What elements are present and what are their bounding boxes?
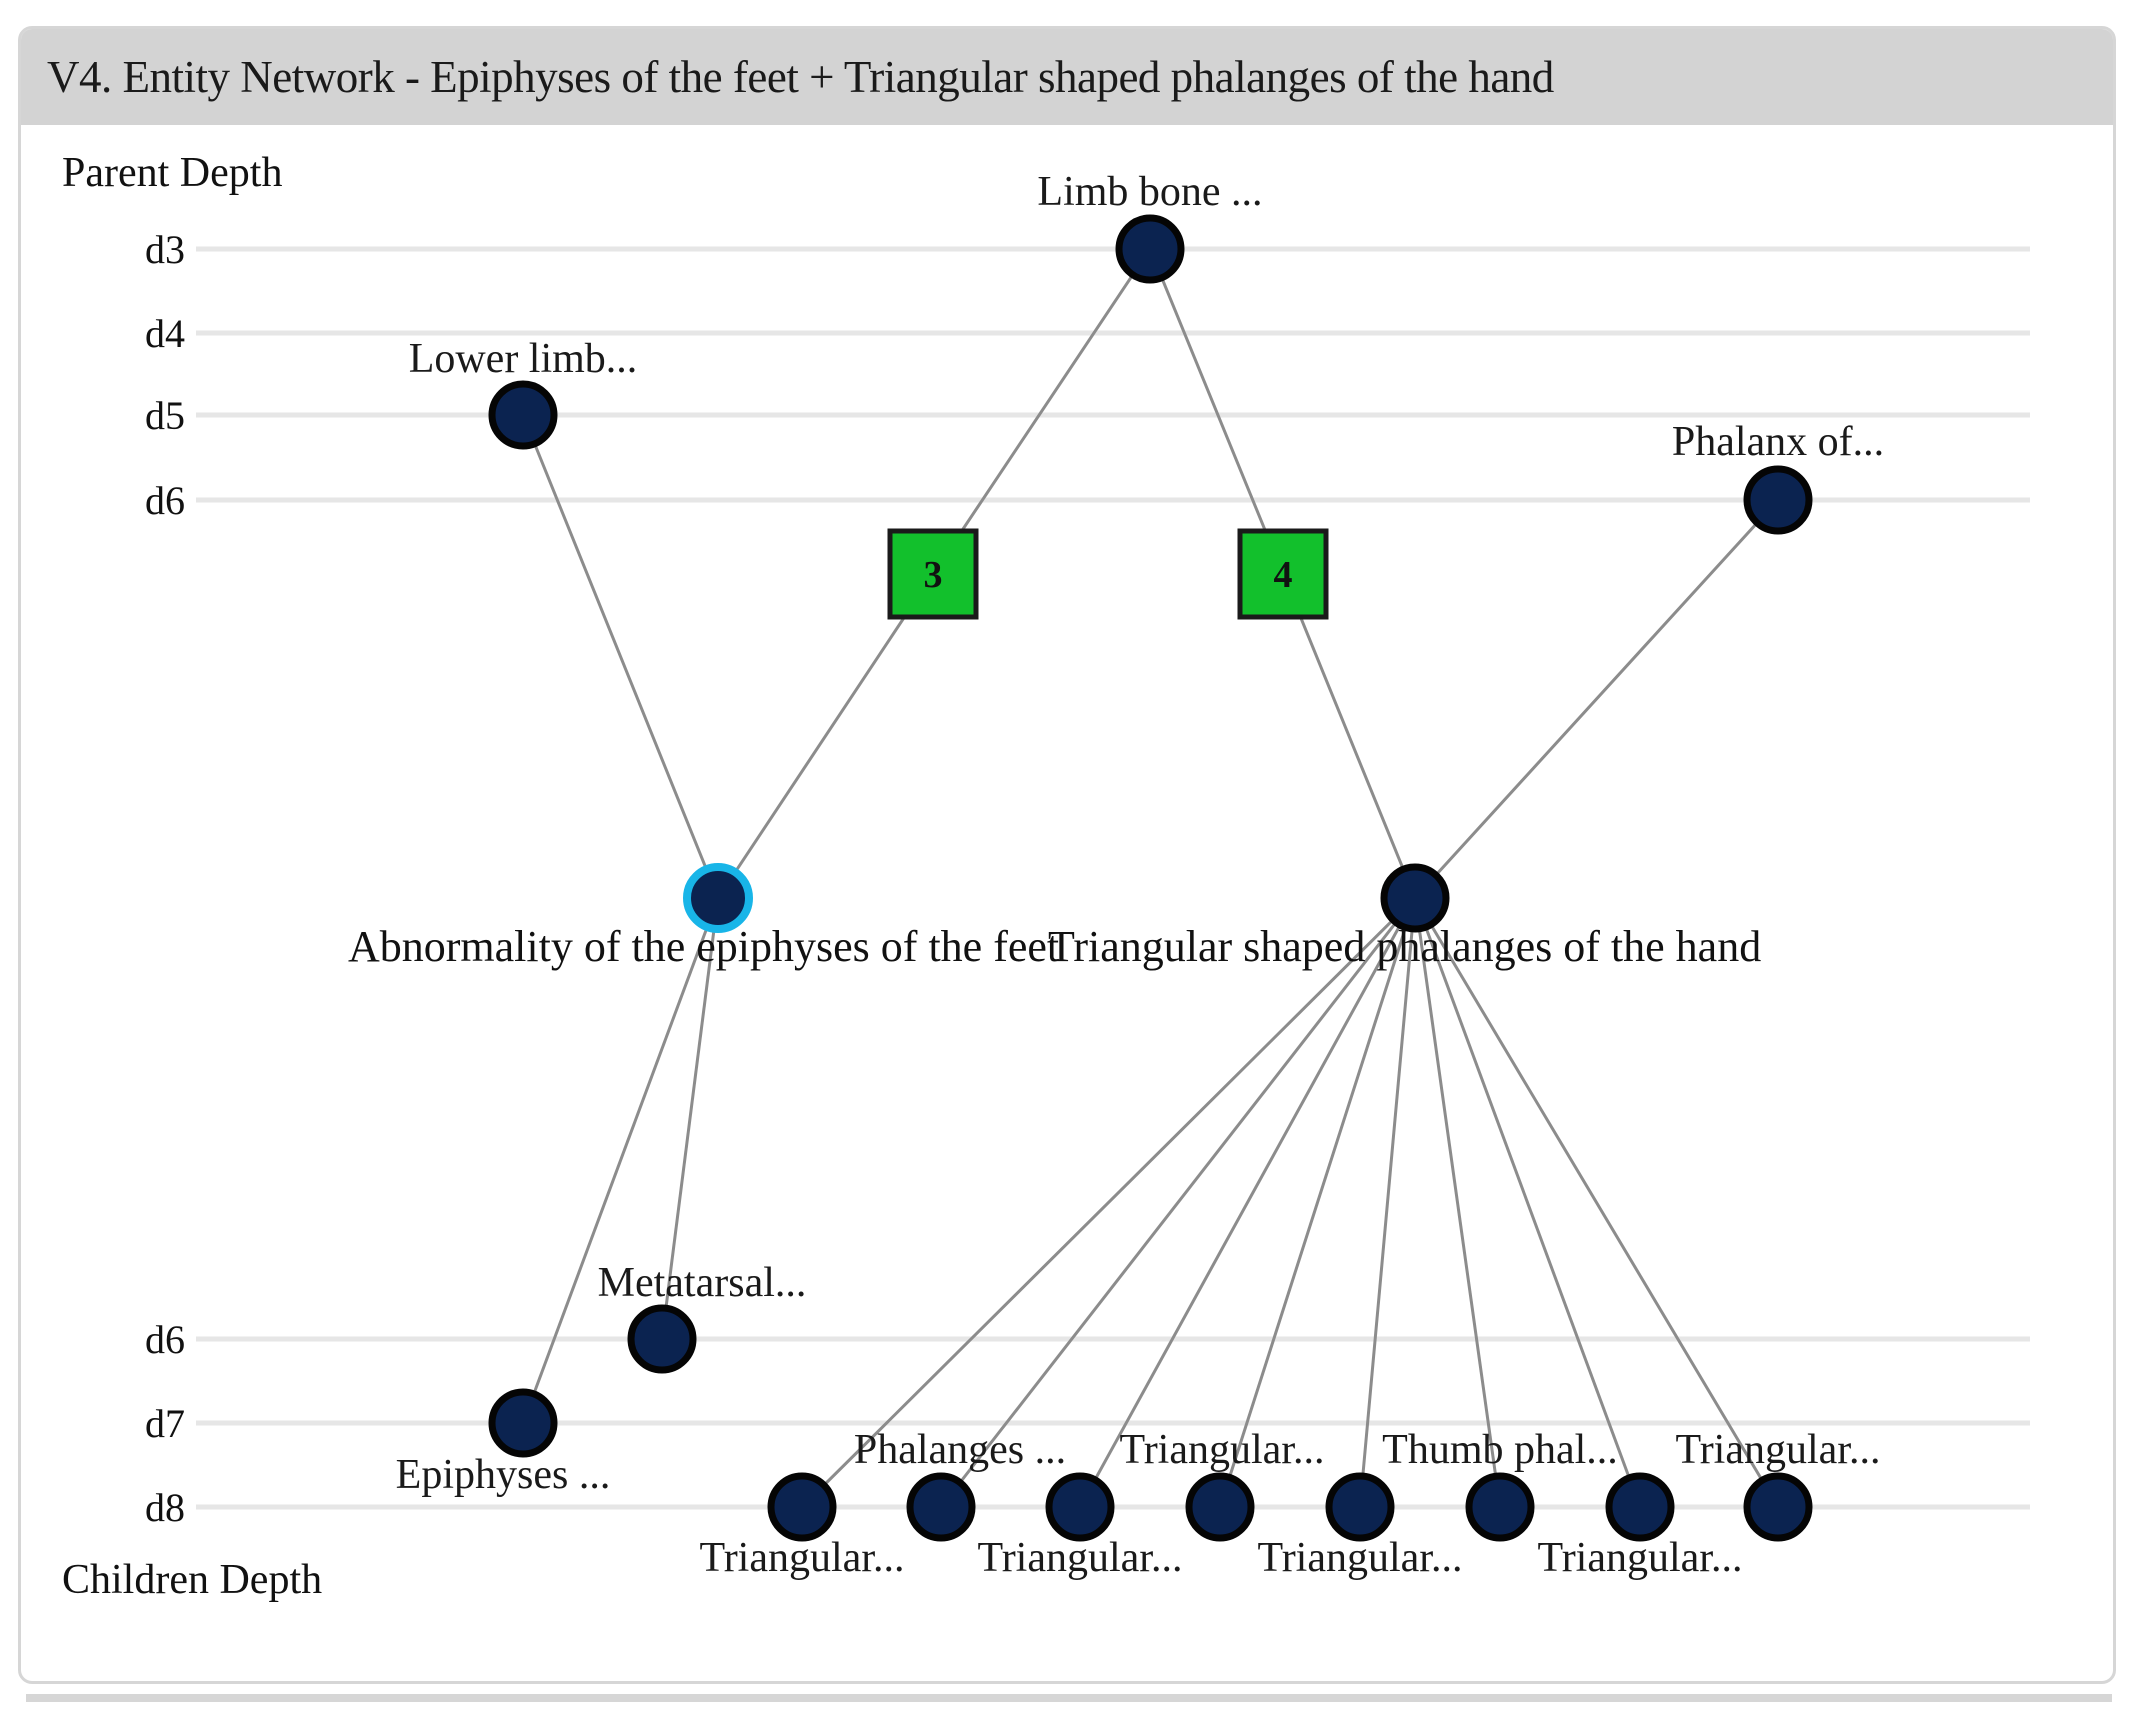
children-depth-title: Children Depth	[62, 1557, 322, 1603]
edge-tri-c3	[1078, 897, 1417, 1508]
panel-header: V4. Entity Network - Epiphyses of the fe…	[21, 29, 2113, 125]
node-label-metatarsal: Metatarsal...	[598, 1260, 807, 1306]
group-box-rect[interactable]	[887, 528, 979, 620]
node-metatarsal[interactable]	[627, 1304, 697, 1374]
edge-limb-g4	[1148, 248, 1285, 575]
edge-tri-c5	[1358, 897, 1417, 1508]
group-box-label: 4	[1274, 554, 1293, 596]
child-depth-tick-d7: d7	[145, 1401, 185, 1446]
nodes	[488, 214, 1813, 1542]
node-label-triangular: Triangular...	[978, 1535, 1183, 1581]
node-thumb-phal[interactable]	[1465, 1472, 1535, 1542]
node-label-thumb-phal: Thumb phal...	[1382, 1427, 1618, 1473]
edge-tri-c7	[1413, 897, 1642, 1508]
edge-tri-c8	[1413, 897, 1780, 1508]
node-phalanx-of[interactable]	[1743, 465, 1813, 535]
node-abnormality-of-the-epiphyses-of-the-feet[interactable]	[683, 863, 753, 933]
node-triangular[interactable]	[767, 1472, 837, 1542]
depth-axis: Parent Depth Children Depth d3 d4 d5 d6 d6 d7…	[62, 150, 322, 1603]
node-phalanges[interactable]	[906, 1472, 976, 1542]
node-label-epiphyses: Epiphyses ...	[396, 1452, 611, 1498]
node-lower-limb[interactable]	[488, 380, 558, 450]
entity-network-panel: V4. Entity Network - Epiphyses of the fe…	[18, 26, 2116, 1684]
edge-tri-c1	[800, 896, 1417, 1509]
node-epiphyses[interactable]	[488, 1388, 558, 1458]
edge-phalanx-tri	[1413, 498, 1780, 900]
group-box-3[interactable]: 3	[887, 528, 979, 620]
child-depth-tick-d8: d8	[145, 1485, 185, 1530]
child-depth-tick-d6: d6	[145, 1317, 185, 1362]
panel-title: V4. Entity Network - Epiphyses of the fe…	[47, 52, 1554, 102]
group-box-rect[interactable]	[1237, 528, 1329, 620]
node-triangular[interactable]	[1605, 1472, 1675, 1542]
node-labels: Limb bone ... Lower limb... Phalanx of... A…	[348, 169, 1884, 1581]
node-label-triangular: Triangular...	[1676, 1427, 1881, 1473]
parent-depth-tick-d4: d4	[145, 311, 185, 356]
node-label-lower-limb: Lower limb...	[409, 336, 638, 382]
edge-abn-meta	[660, 897, 720, 1340]
panel-bottom-scroll-bar	[26, 1694, 2112, 1702]
node-triangular[interactable]	[1185, 1472, 1255, 1542]
group-box-4[interactable]: 4	[1237, 528, 1329, 620]
node-triangular-shaped-phalanges-of-the-hand[interactable]	[1380, 863, 1450, 933]
node-triangular[interactable]	[1743, 1472, 1813, 1542]
node-label-phalanx-of: Phalanx of...	[1672, 419, 1884, 465]
node-label-limb-bone: Limb bone ...	[1037, 169, 1262, 215]
group-box-label: 3	[924, 554, 943, 596]
node-label-triangular: Triangular...	[700, 1535, 905, 1581]
parent-depth-tick-d3: d3	[145, 227, 185, 272]
edge-abn-epi	[521, 897, 720, 1424]
node-label-abnormality-of-the-epiphyses-of-the-feet: Abnormality of the epiphyses of the feet	[348, 922, 1059, 971]
parent-depth-tick-d5: d5	[145, 393, 185, 438]
parent-depth-title: Parent Depth	[62, 150, 282, 196]
edge-limb-g3	[931, 248, 1152, 575]
edge-g4-tri	[1281, 573, 1417, 899]
node-label-triangular: Triangular...	[1538, 1535, 1743, 1581]
node-label-triangular: Triangular...	[1258, 1535, 1463, 1581]
edges	[521, 248, 1780, 1509]
node-label-phalanges: Phalanges ...	[854, 1427, 1066, 1473]
edge-tri-c6	[1413, 897, 1502, 1508]
node-limb-bone[interactable]	[1115, 214, 1185, 284]
edge-lower-abn	[521, 414, 720, 899]
node-triangular[interactable]	[1045, 1472, 1115, 1542]
edge-tri-c4	[1218, 897, 1417, 1508]
parent-depth-tick-d6: d6	[145, 478, 185, 523]
edge-tri-c2	[939, 897, 1417, 1508]
node-triangular[interactable]	[1325, 1472, 1395, 1542]
node-label-triangular: Triangular...	[1120, 1427, 1325, 1473]
node-label-triangular-shaped-phalanges-of-the-hand: Triangular shaped phalanges of the hand	[1048, 922, 1761, 971]
edge-g3-abn	[716, 573, 935, 899]
